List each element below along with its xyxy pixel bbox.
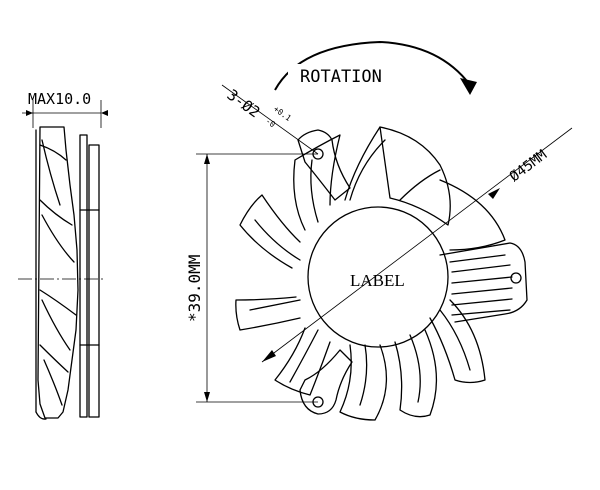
- side-blade-outline: [37, 126, 79, 419]
- max-thickness-label: MAX10.0: [28, 90, 91, 108]
- mounting-hole-right: [510, 272, 522, 284]
- hub-label: LABEL: [350, 271, 405, 290]
- mounting-hole-top: [312, 148, 324, 160]
- side-view: MAX10.0: [18, 90, 108, 420]
- hole-spec-label: 3-Ø2: [224, 86, 264, 122]
- front-view: ROTATION 3-Ø2 +0.1 -0 *39.0MM Ø45MM: [185, 40, 573, 421]
- hub-circle: [307, 206, 449, 348]
- rotation-arrow-icon: [460, 78, 477, 95]
- diameter-dimension: Ø45MM: [261, 127, 573, 363]
- rotation-indicator: ROTATION: [274, 40, 477, 95]
- mounting-holes: [312, 148, 522, 408]
- mounting-hole-bottom: [312, 396, 324, 408]
- fan-blades: [235, 126, 506, 421]
- rotation-label: ROTATION: [300, 67, 382, 87]
- fan-hub: LABEL: [307, 206, 449, 348]
- mounting-arms: [297, 129, 528, 415]
- max-thickness-dimension: MAX10.0: [22, 90, 108, 128]
- height-dimension: *39.0MM: [185, 153, 318, 403]
- height-label: *39.0MM: [185, 255, 204, 322]
- diameter-label: Ø45MM: [507, 147, 550, 185]
- mounting-hole-callout: 3-Ø2 +0.1 -0: [221, 84, 319, 155]
- hole-tol-minus-label: -0: [264, 116, 277, 129]
